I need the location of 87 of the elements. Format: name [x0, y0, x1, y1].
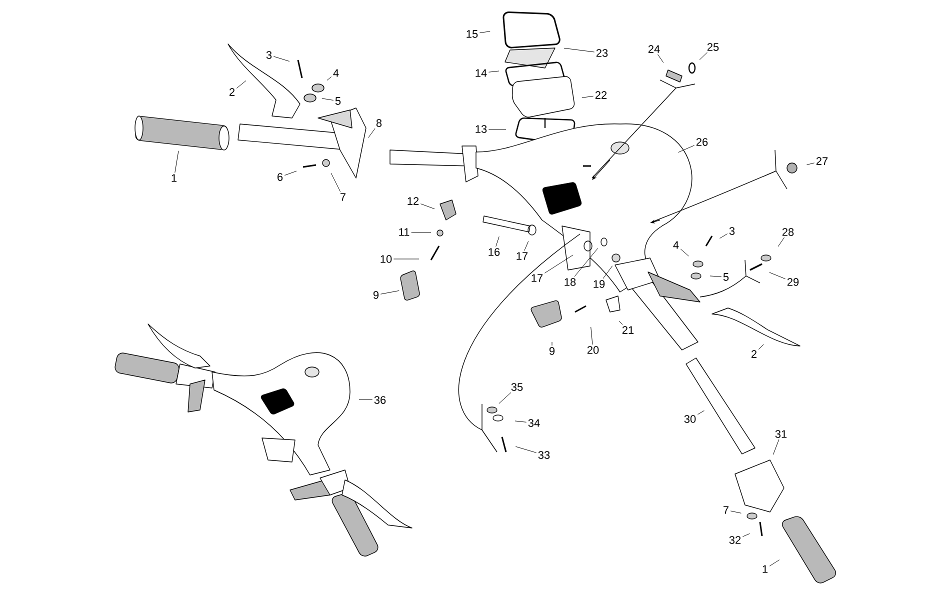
leader-line: [778, 237, 785, 247]
callout-number: 30: [684, 415, 696, 423]
leader-line: [582, 96, 594, 98]
callout-number: 27: [816, 157, 828, 165]
callout-number: 34: [528, 419, 540, 427]
leader-line: [380, 290, 400, 294]
leader-line: [678, 145, 695, 153]
callout-number: 1: [762, 565, 768, 573]
leader-line: [544, 254, 574, 274]
callout-number: 9: [549, 347, 555, 355]
callout-number: 8: [376, 119, 382, 127]
leader-line: [284, 170, 297, 176]
leader-line: [618, 320, 623, 325]
leader-line: [326, 76, 332, 81]
callout-number: 6: [278, 173, 283, 181]
leader-line: [479, 31, 490, 34]
callout-number: 10: [380, 255, 392, 263]
leader-line: [710, 276, 722, 277]
leader-line: [236, 80, 246, 89]
callout-number: 2: [752, 350, 756, 358]
leader-line: [524, 241, 529, 251]
callout-number: 32: [729, 536, 741, 544]
leader-line: [488, 70, 500, 72]
leader-line: [411, 232, 432, 233]
callout-number: 11: [399, 228, 410, 236]
leader-line: [769, 272, 786, 280]
callout-number: 4: [333, 69, 339, 77]
leader-line: [515, 446, 537, 453]
leader-line: [730, 510, 742, 514]
leader-line: [772, 439, 780, 455]
callout-number: 25: [707, 43, 719, 51]
leader-line: [590, 326, 593, 345]
callout-number: 20: [587, 346, 599, 354]
callout-number: 17: [516, 252, 528, 260]
leader-line: [488, 128, 506, 130]
callout-number: 23: [596, 49, 608, 57]
callout-number: 22: [595, 91, 607, 99]
leader-line: [574, 248, 598, 277]
callout-number: 2: [230, 88, 235, 96]
callout-number: 26: [696, 138, 708, 146]
leader-line: [758, 344, 764, 350]
leader-line: [602, 266, 613, 279]
leader-line: [657, 54, 664, 63]
leader-line: [498, 392, 512, 404]
leader-line: [719, 234, 728, 239]
callout-number: 14: [476, 69, 487, 77]
leader-line: [368, 128, 376, 138]
leader-line: [322, 98, 334, 100]
callout-number: 5: [335, 97, 341, 105]
callout-number: 28: [782, 228, 794, 236]
callout-number: 15: [466, 30, 478, 38]
leader-line: [514, 420, 527, 422]
callout-number: 12: [408, 197, 419, 205]
callout-number: 18: [564, 278, 576, 286]
callout-number: 7: [724, 506, 729, 514]
callout-number: 5: [723, 273, 729, 281]
leader-line: [697, 410, 704, 415]
leader-line: [273, 56, 290, 62]
callout-number: 13: [476, 125, 487, 133]
callout-number: 31: [775, 430, 787, 438]
leader-line: [174, 150, 179, 173]
callout-number: 17: [532, 274, 543, 282]
callout-number: 35: [511, 383, 523, 391]
callout-number: 29: [787, 278, 799, 286]
leader-line: [680, 248, 689, 256]
callout-number: 3: [729, 227, 735, 235]
callout-number: 7: [340, 193, 346, 201]
leader-line: [420, 204, 435, 210]
callout-number: 19: [594, 280, 605, 288]
leader-line: [699, 52, 708, 60]
leader-line: [806, 162, 815, 166]
callout-number: 36: [374, 396, 386, 404]
leader-line: [358, 399, 373, 400]
leader-line: [742, 533, 750, 537]
leader-line: [393, 258, 420, 260]
callout-number: 9: [373, 291, 379, 299]
callout-number: 1: [172, 174, 177, 182]
callout-number: 21: [622, 326, 634, 334]
leader-line: [330, 172, 341, 192]
callout-number: 16: [488, 248, 500, 256]
leader-line: [769, 560, 780, 566]
callout-number: 4: [673, 241, 679, 249]
leader-line: [564, 48, 595, 52]
leader-line: [496, 236, 500, 247]
callout-number: 24: [648, 45, 660, 53]
callout-number: 3: [266, 51, 272, 59]
callout-number: 33: [538, 451, 550, 459]
